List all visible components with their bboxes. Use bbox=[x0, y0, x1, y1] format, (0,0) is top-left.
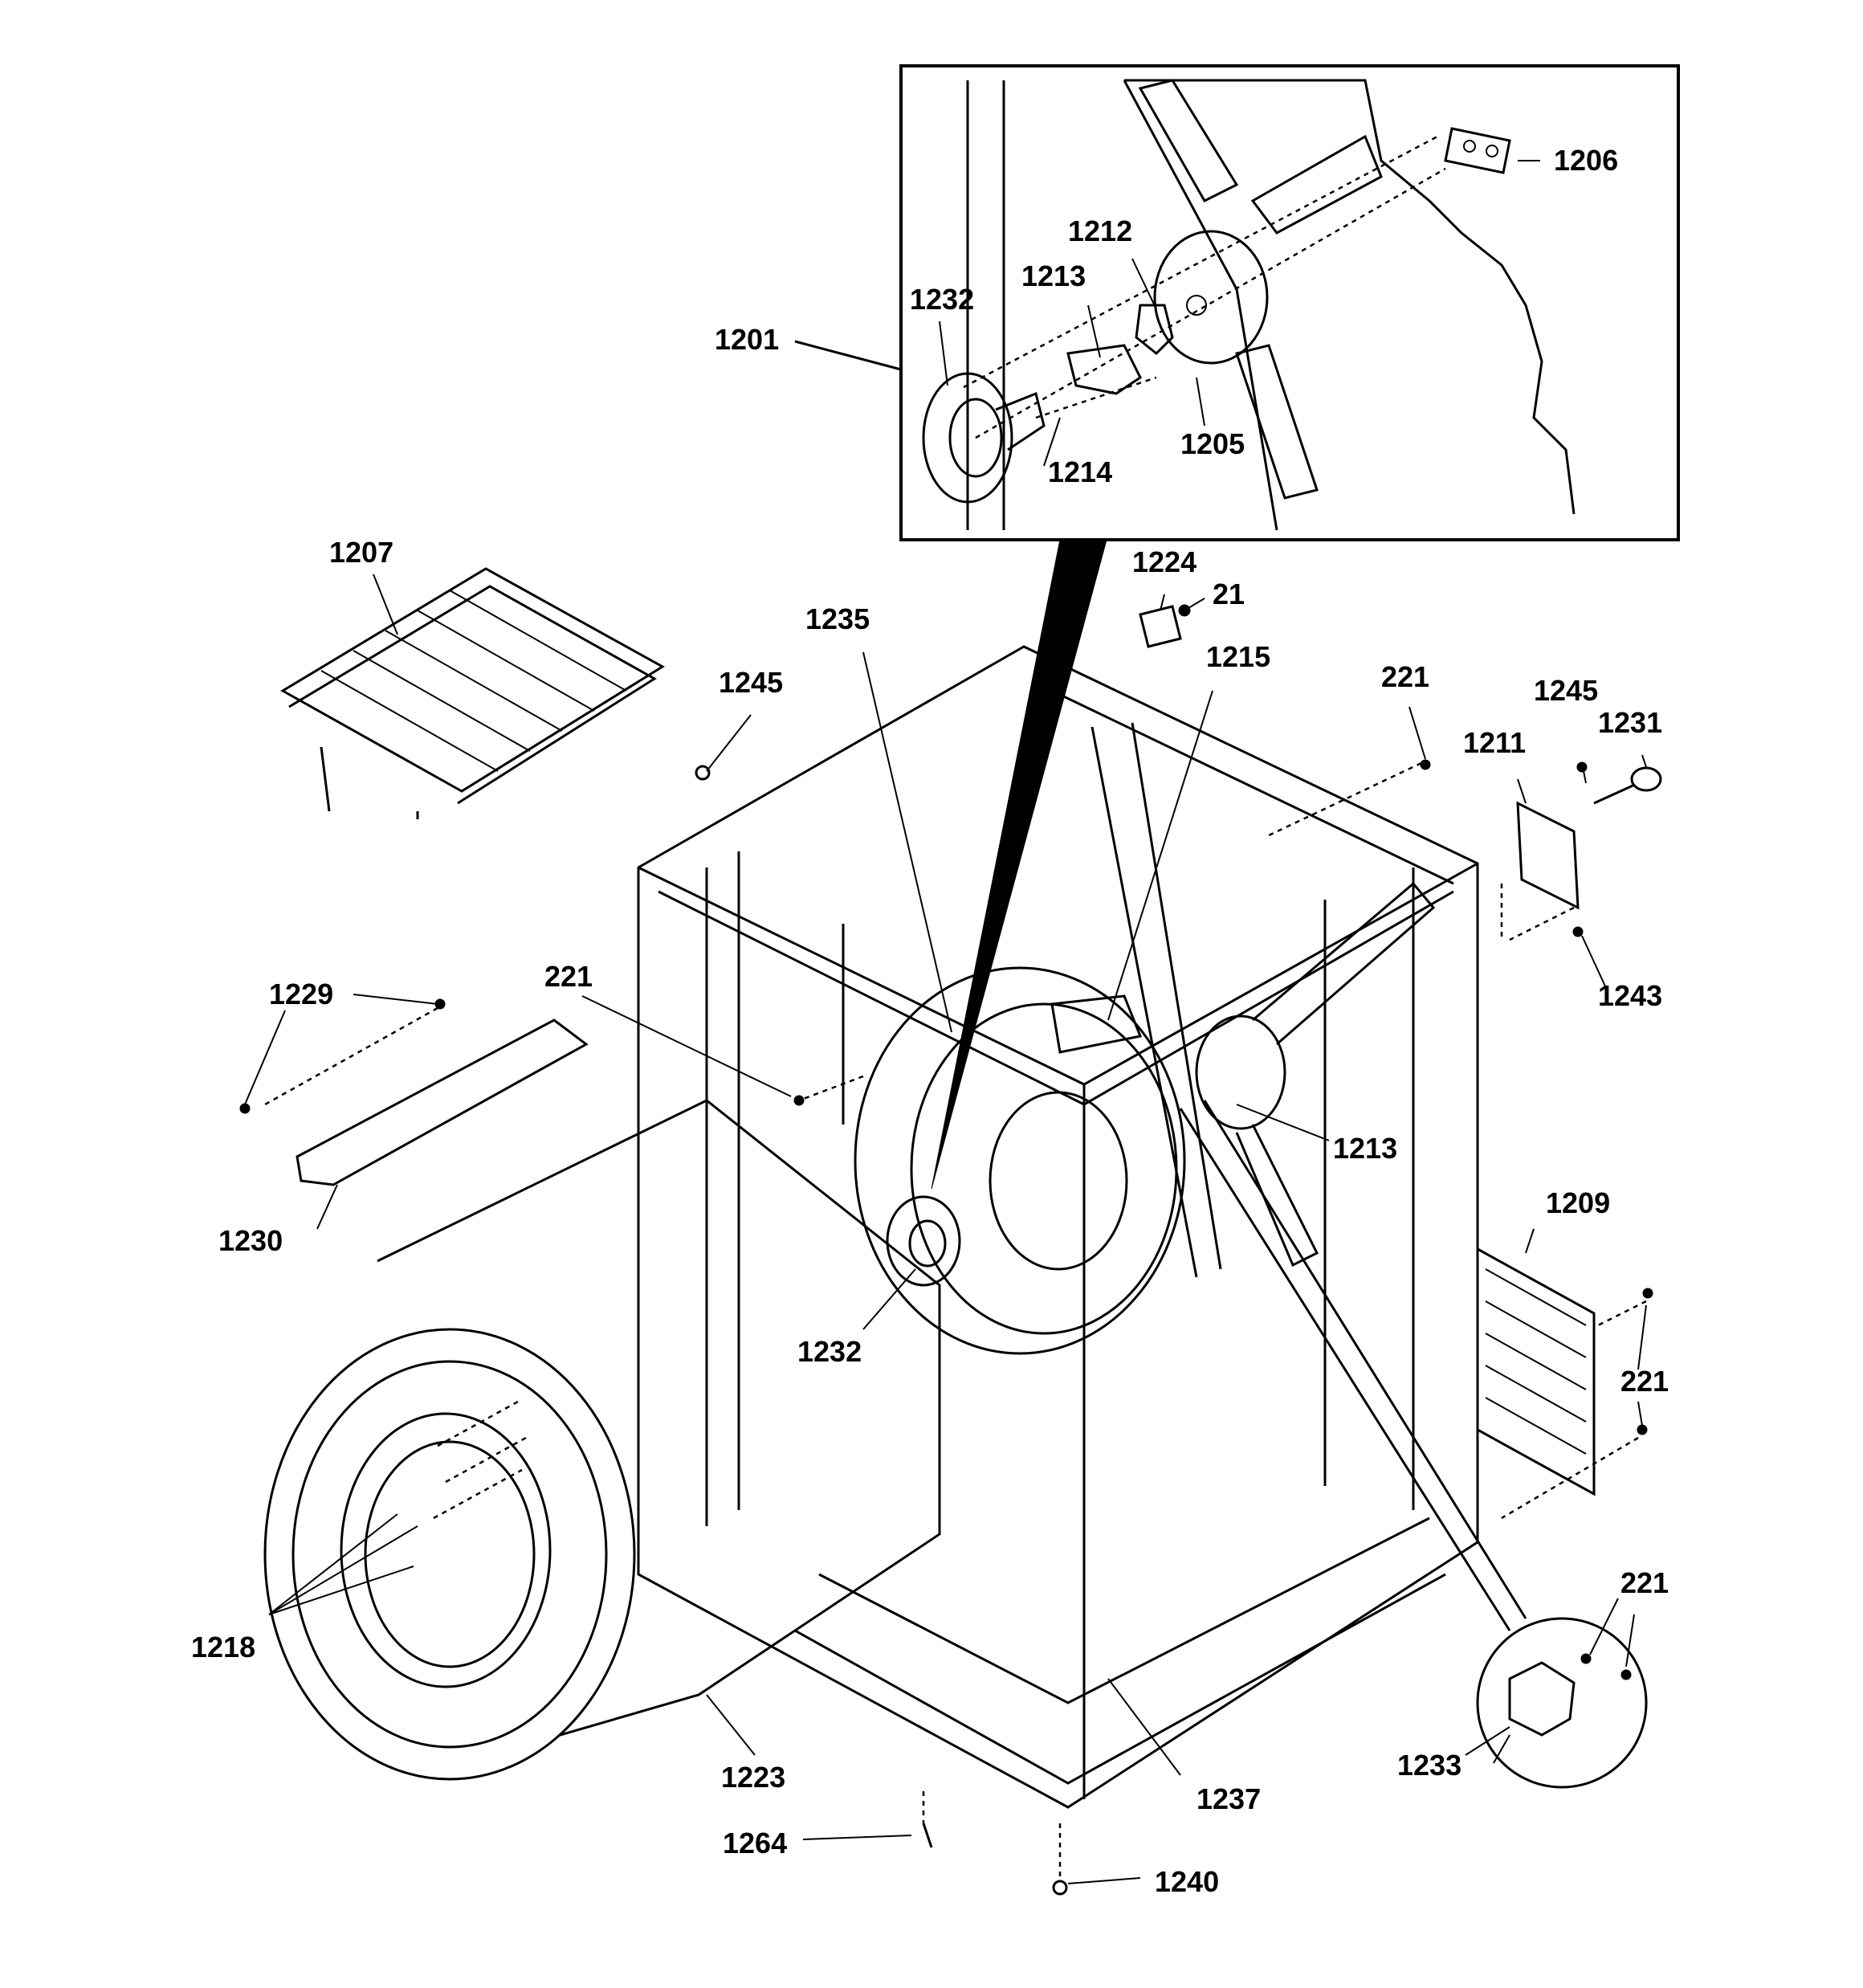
part-labels: 1206 1212 1213 1232 1201 1205 1214 1207 … bbox=[191, 144, 1669, 1898]
rear-bulkhead bbox=[854, 966, 1186, 1355]
label-1264: 1264 bbox=[723, 1827, 787, 1859]
cabinet bbox=[637, 645, 1479, 1809]
label-1212: 1212 bbox=[1068, 214, 1132, 247]
label-1211: 1211 bbox=[1463, 726, 1526, 759]
label-1237: 1237 bbox=[1196, 1782, 1261, 1815]
label-1223: 1223 bbox=[721, 1761, 785, 1794]
label-1233: 1233 bbox=[1397, 1749, 1461, 1782]
drive-belt bbox=[1090, 722, 1222, 1278]
leader-1201 bbox=[794, 340, 902, 371]
label-1243: 1243 bbox=[1598, 979, 1662, 1012]
label-1232: 1232 bbox=[797, 1335, 862, 1368]
label-1229: 1229 bbox=[269, 978, 333, 1010]
label-221-top: 221 bbox=[1381, 660, 1429, 693]
inset-detail bbox=[899, 64, 1680, 541]
drum-baffle bbox=[296, 1018, 589, 1186]
lint-screen bbox=[280, 567, 665, 819]
label-1230: 1230 bbox=[218, 1224, 283, 1257]
label-1245-left: 1245 bbox=[719, 666, 783, 699]
access-cover bbox=[1516, 801, 1580, 910]
label-21: 21 bbox=[1213, 578, 1245, 610]
label-221-bottom: 221 bbox=[1620, 1566, 1669, 1599]
label-1215: 1215 bbox=[1206, 640, 1270, 673]
label-1214: 1214 bbox=[1048, 455, 1112, 488]
rear-spider bbox=[1195, 881, 1436, 1268]
label-221-left: 221 bbox=[544, 960, 593, 993]
leader-lines bbox=[244, 574, 1647, 1884]
label-1207: 1207 bbox=[329, 536, 393, 569]
drum bbox=[263, 1099, 941, 1781]
vent-panel bbox=[1476, 1247, 1596, 1496]
callout-wedge bbox=[931, 539, 1107, 1190]
assembly-lines bbox=[264, 761, 1647, 1880]
label-1245-right: 1245 bbox=[1534, 674, 1598, 707]
label-1218: 1218 bbox=[191, 1631, 255, 1663]
label-221-right: 221 bbox=[1620, 1365, 1669, 1398]
timer-knob bbox=[1593, 766, 1662, 805]
label-1209: 1209 bbox=[1546, 1186, 1610, 1219]
label-1206: 1206 bbox=[1554, 144, 1618, 177]
label-1201: 1201 bbox=[715, 323, 779, 356]
label-1231: 1231 bbox=[1598, 706, 1662, 739]
thermostat-detail bbox=[1179, 1100, 1648, 1789]
label-1235: 1235 bbox=[805, 602, 870, 635]
label-1213-inset: 1213 bbox=[1021, 259, 1086, 292]
label-1224: 1224 bbox=[1132, 545, 1196, 578]
label-1205: 1205 bbox=[1180, 427, 1245, 460]
front-bearing bbox=[886, 1195, 961, 1287]
label-1232-inset: 1232 bbox=[910, 283, 974, 316]
label-1213: 1213 bbox=[1333, 1132, 1397, 1165]
label-1240: 1240 bbox=[1155, 1865, 1219, 1898]
